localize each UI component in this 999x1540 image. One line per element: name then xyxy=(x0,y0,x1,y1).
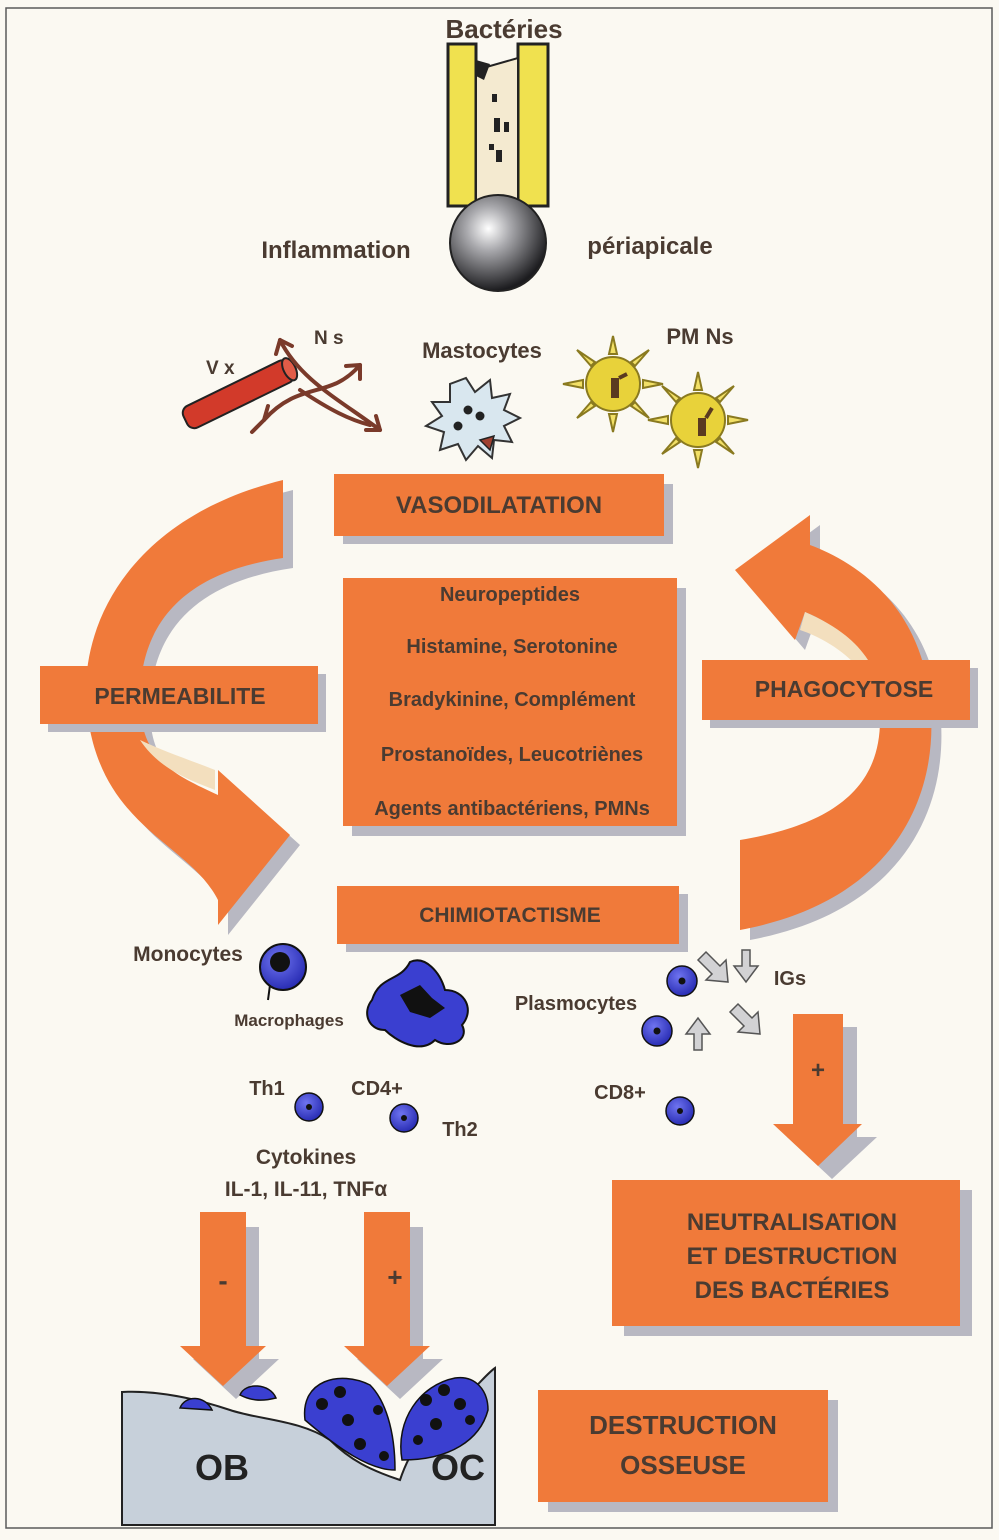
destruction-line: DESTRUCTION xyxy=(589,1410,777,1440)
vessel-icon xyxy=(181,357,299,430)
macrophages-label: Macrophages xyxy=(234,1011,344,1030)
th2-label: Th2 xyxy=(442,1119,478,1141)
bacteria-label: Bactéries xyxy=(445,14,562,44)
pmns-label: PM Ns xyxy=(666,324,733,349)
nerve-icon xyxy=(250,338,382,434)
th1-label: Th1 xyxy=(249,1078,285,1100)
tooth-root-illustration xyxy=(446,42,550,208)
monocyte-icon xyxy=(259,943,307,1001)
vasodilatation-label: VASODILATATION xyxy=(396,492,602,519)
minus-sign: - xyxy=(218,1265,227,1296)
plasmocytes-label: Plasmocytes xyxy=(515,993,637,1015)
chimiotactisme-label: CHIMIOTACTISME xyxy=(419,904,601,927)
plus-sign: + xyxy=(811,1057,825,1084)
th2-nucleus-icon xyxy=(401,1115,407,1121)
plasmocyte-nucleus-icon xyxy=(653,1027,661,1035)
periapical-label: périapicale xyxy=(587,233,712,260)
cd4-label: CD4+ xyxy=(351,1078,403,1100)
ob-label: OB xyxy=(195,1447,249,1488)
periapical-lesion-icon xyxy=(449,194,547,292)
right-cycle-arrow xyxy=(735,515,942,940)
permeabilite-box: PERMEABILITE xyxy=(40,666,326,732)
ns-label: N s xyxy=(314,328,344,349)
page-frame xyxy=(5,7,993,1529)
mastocyte-icon xyxy=(423,376,523,462)
cytokine-list-label: IL-1, IL-11, TNFα xyxy=(225,1178,387,1201)
cytokines-label: Cytokines xyxy=(256,1146,356,1169)
neutralisation-line: ET DESTRUCTION xyxy=(687,1243,898,1270)
mediator-item: Bradykinine, Complément xyxy=(389,689,636,711)
mediator-item: Agents antibactériens, PMNs xyxy=(374,798,650,820)
chimiotactisme-box: CHIMIOTACTISME xyxy=(337,886,688,952)
vasodilatation-box: VASODILATATION xyxy=(334,474,673,544)
igs-label: IGs xyxy=(774,968,806,990)
mediators-box: Neuropeptides Histamine, Serotonine Brad… xyxy=(343,578,686,836)
destruction-line: OSSEUSE xyxy=(620,1450,746,1480)
pmn-icon xyxy=(562,335,749,469)
vx-label: V x xyxy=(206,358,235,379)
neutralisation-plus-arrow: + xyxy=(773,1014,877,1179)
bone-illustration xyxy=(121,1366,496,1526)
th1-nucleus-icon xyxy=(306,1104,312,1110)
immunoglobulin-arrows-icon xyxy=(684,949,761,1051)
mediator-item: Histamine, Serotonine xyxy=(406,636,617,658)
plasmocyte-nucleus-icon xyxy=(678,977,686,985)
mediator-item: Prostanoïdes, Leucotriènes xyxy=(381,744,643,766)
neutralisation-line: DES BACTÉRIES xyxy=(695,1276,890,1304)
mastocytes-label: Mastocytes xyxy=(422,338,542,363)
macrophage-icon xyxy=(366,959,469,1048)
mediator-item: Neuropeptides xyxy=(440,584,580,606)
minus-arrow: - xyxy=(180,1212,279,1399)
plus-arrow: + xyxy=(344,1212,443,1399)
left-cycle-arrow xyxy=(85,480,300,935)
inflammation-label: Inflammation xyxy=(261,237,410,264)
phagocytose-box: PHAGOCYTOSE xyxy=(702,660,978,728)
permeabilite-label: PERMEABILITE xyxy=(94,683,265,709)
neutralisation-box: NEUTRALISATION ET DESTRUCTION DES BACTÉR… xyxy=(612,1180,972,1336)
cd8-nucleus-icon xyxy=(677,1108,683,1114)
destruction-box: DESTRUCTION OSSEUSE xyxy=(538,1390,838,1512)
phagocytose-label: PHAGOCYTOSE xyxy=(755,676,934,702)
plus-sign: + xyxy=(387,1262,402,1292)
neutralisation-line: NEUTRALISATION xyxy=(687,1209,897,1236)
cd8-label: CD8+ xyxy=(594,1082,646,1104)
oc-label: OC xyxy=(431,1447,485,1488)
monocytes-label: Monocytes xyxy=(133,943,243,966)
